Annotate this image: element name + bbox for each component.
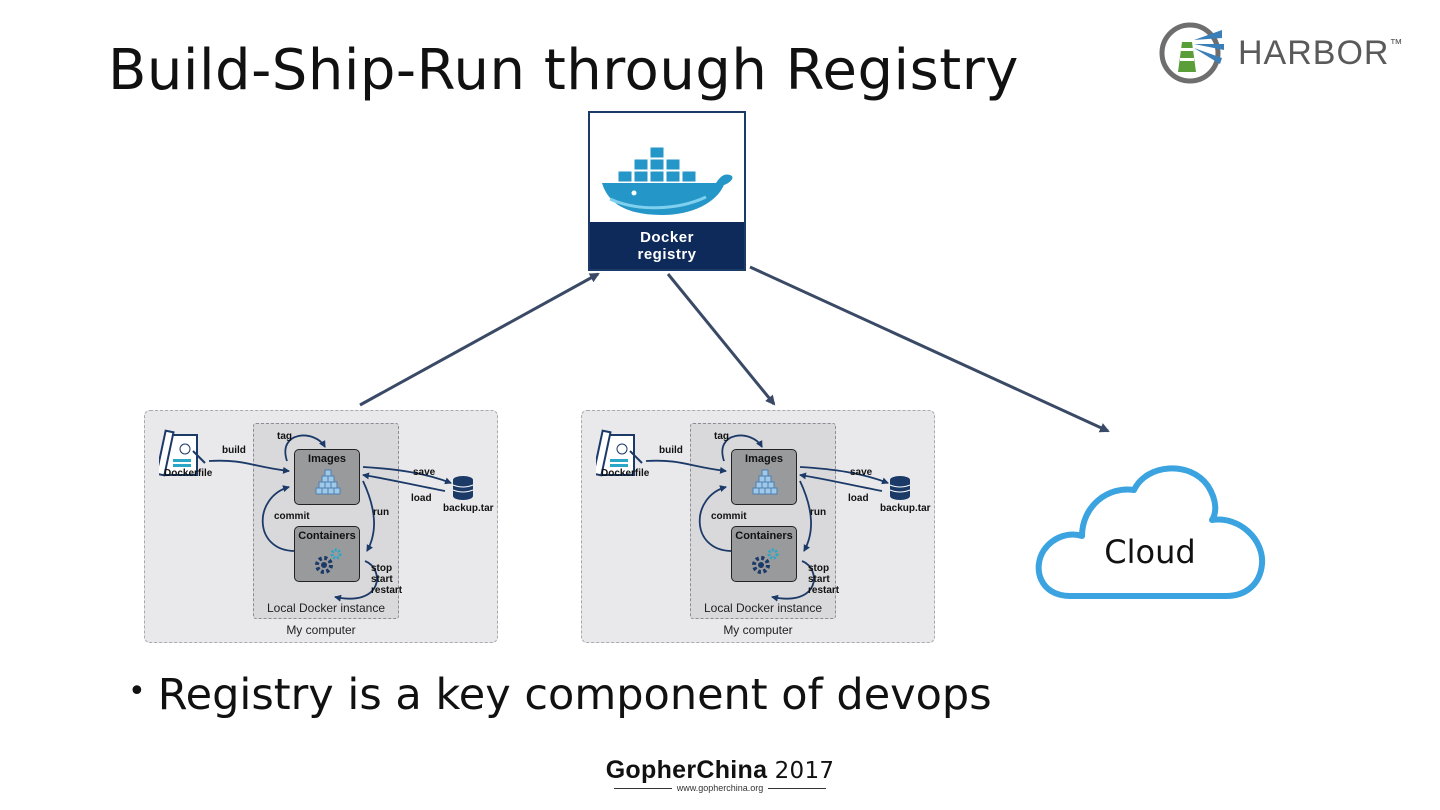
bullet-text: Registry is a key component of devops: [157, 670, 992, 720]
backup-label: backup.tar: [443, 503, 494, 514]
database-icon: [452, 476, 474, 500]
local-instance-label: Local Docker instance: [703, 601, 823, 615]
build-label: build: [222, 445, 246, 456]
save-label: save: [413, 467, 436, 478]
restart-label: restart: [808, 585, 840, 596]
start-label: start: [371, 574, 393, 585]
push-arrow: [359, 272, 600, 407]
footer-brand: GopherChina: [605, 756, 768, 784]
restart-label: restart: [371, 585, 403, 596]
images-box: Images: [294, 449, 360, 505]
tag-label: tag: [714, 431, 729, 442]
containers-box: Containers: [731, 526, 797, 582]
dockerfile-label: Dockerfile: [601, 468, 650, 479]
save-label: save: [850, 467, 873, 478]
stop-label: stop: [808, 563, 830, 574]
deploy-arrow: [749, 265, 1110, 433]
my-computer-label: My computer: [723, 623, 793, 637]
image-layers-icon: [752, 469, 778, 495]
footer-url: www.gopherchina.org: [600, 783, 840, 793]
load-label: load: [848, 493, 869, 504]
run-label: run: [810, 507, 827, 518]
dockerfile-icon: [159, 429, 206, 477]
pull-arrow: [666, 273, 776, 406]
registry-caption-line2: registry: [637, 246, 697, 263]
tag-label: tag: [277, 431, 292, 442]
cloud-label: Cloud: [1104, 533, 1196, 571]
docker-registry: Docker registry: [588, 111, 746, 271]
stop-label: stop: [371, 563, 393, 574]
harbor-logo: HARBOR™: [1158, 22, 1402, 84]
images-box: Images: [731, 449, 797, 505]
trademark-symbol: ™: [1389, 36, 1404, 51]
containers-label: Containers: [735, 530, 793, 542]
commit-label: commit: [711, 511, 747, 522]
images-label: Images: [745, 453, 783, 465]
slide-title: Build-Ship-Run through Registry: [108, 38, 1019, 103]
load-label: load: [411, 493, 432, 504]
containers-label: Containers: [298, 530, 356, 542]
gopherchina-footer: GopherChina 2017 www.gopherchina.org: [600, 756, 840, 793]
cloud-shape: [1035, 465, 1266, 599]
docker-workflow-lines: [645, 434, 889, 602]
bullet-dot: •: [128, 674, 146, 709]
gear-icon: [752, 548, 779, 574]
registry-caption: Docker registry: [590, 222, 744, 269]
start-label: start: [808, 574, 830, 585]
footer-year: 2017: [774, 758, 835, 784]
local-instance-label: Local Docker instance: [266, 601, 386, 615]
dockerfile-icon: [596, 429, 643, 477]
my-computer-panel: Dockerfile build tag Images save load ba…: [581, 410, 935, 643]
build-label: build: [659, 445, 683, 456]
gear-icon: [315, 548, 342, 574]
harbor-lighthouse-icon: [1159, 22, 1224, 84]
containers-box: Containers: [294, 526, 360, 582]
docker-whale-icon: [602, 146, 733, 215]
image-layers-icon: [315, 469, 341, 495]
commit-label: commit: [274, 511, 310, 522]
my-computer-label: My computer: [286, 623, 356, 637]
images-label: Images: [308, 453, 346, 465]
database-icon: [889, 476, 911, 500]
run-label: run: [373, 507, 390, 518]
my-computer-panel: Dockerfile build tag Images save load ba…: [144, 410, 498, 643]
backup-label: backup.tar: [880, 503, 931, 514]
docker-workflow-lines: [208, 434, 452, 602]
bullet-point: • Registry is a key component of devops: [128, 670, 992, 720]
dockerfile-label: Dockerfile: [164, 468, 213, 479]
harbor-wordmark: HARBOR: [1238, 34, 1390, 72]
registry-caption-line1: Docker: [640, 229, 694, 246]
